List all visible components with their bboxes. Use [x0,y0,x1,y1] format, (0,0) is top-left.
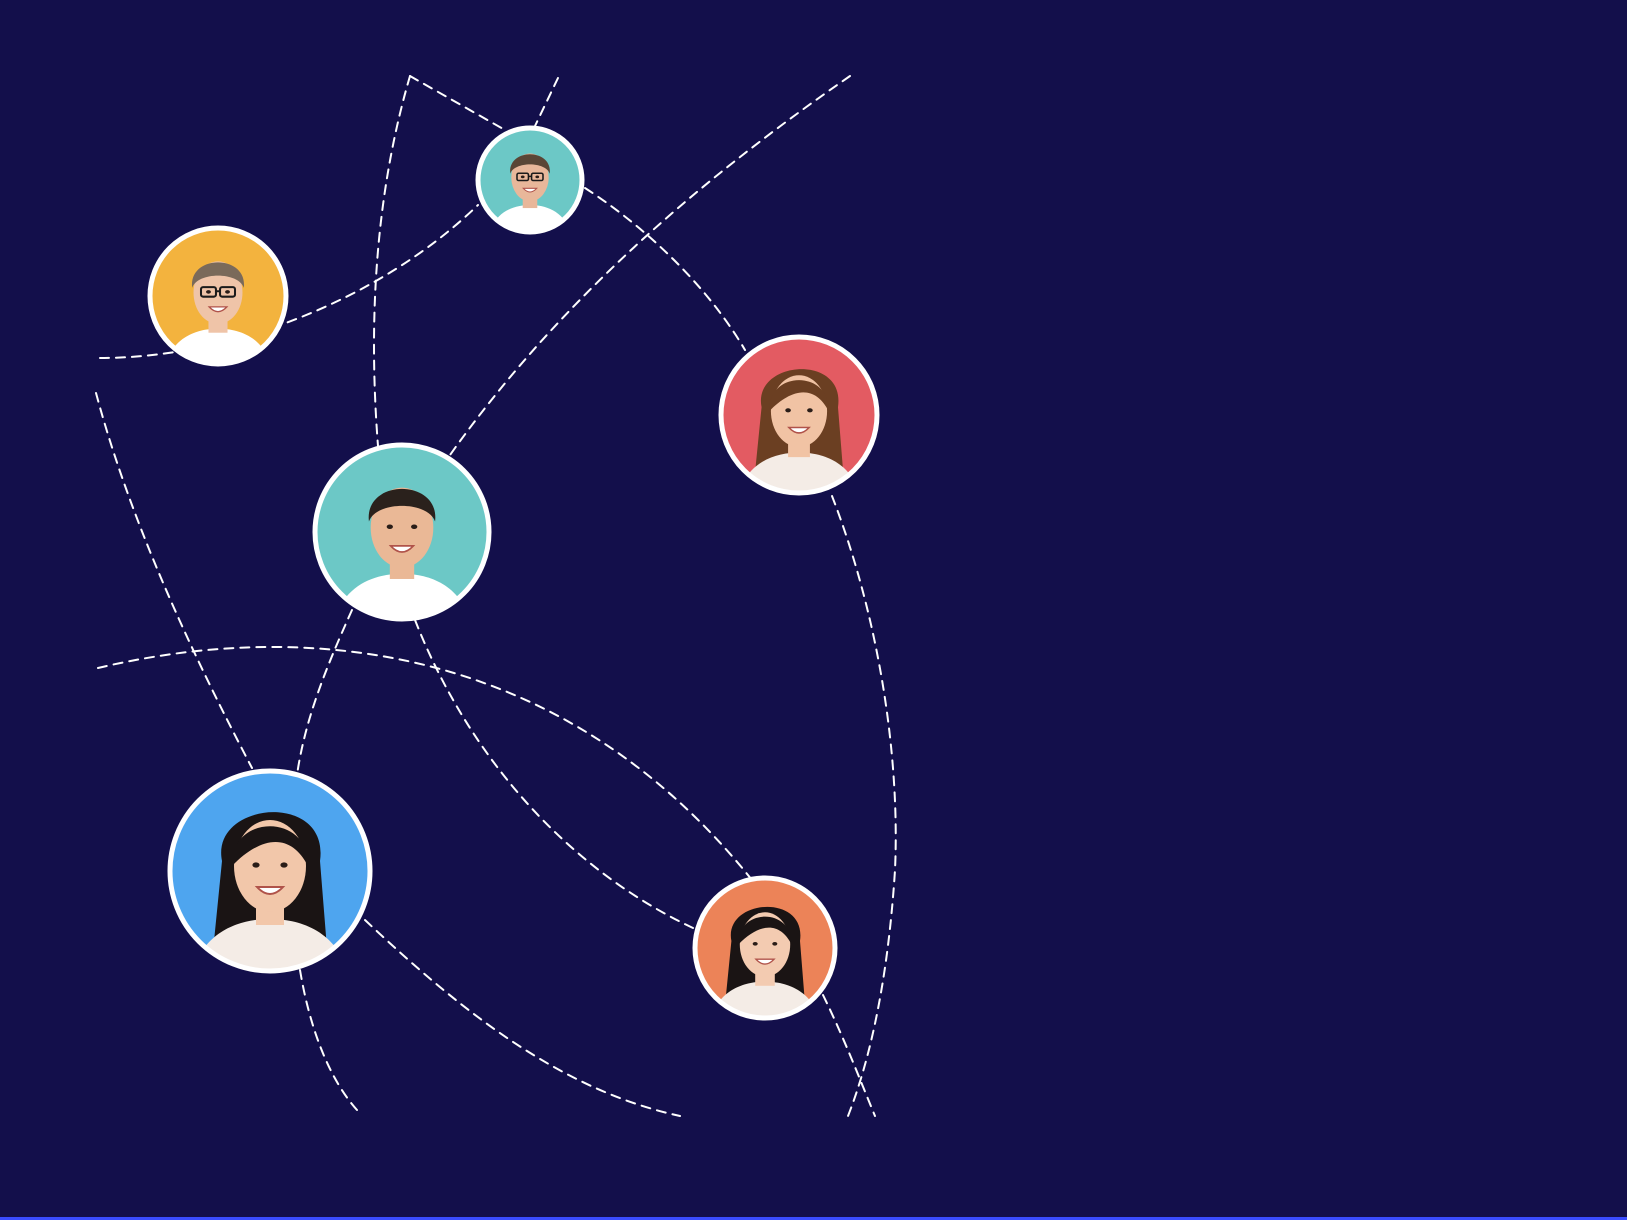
avatar-ring [692,875,838,1021]
connection-line [584,187,746,351]
connection-line [534,77,559,127]
connection-line [296,609,353,776]
avatar-ring [147,225,289,367]
connection-line [299,969,358,1111]
avatar [475,125,585,235]
connection-line [409,75,506,131]
connection-line [99,204,479,359]
connection-line [373,75,411,447]
connection-line [822,994,876,1117]
avatar [147,225,289,367]
avatar [718,334,880,496]
avatar [692,875,838,1021]
avatar-ring [312,442,492,622]
connection-line [364,919,681,1117]
connection-line [831,495,897,1117]
bottom-rule [0,1217,1627,1220]
connection-line [449,75,851,456]
connection-line [414,619,694,929]
connection-line [95,392,253,769]
avatar [167,768,373,974]
avatar-ring [475,125,585,235]
avatar-ring [167,768,373,974]
avatar [312,442,492,622]
avatar-ring [718,334,880,496]
